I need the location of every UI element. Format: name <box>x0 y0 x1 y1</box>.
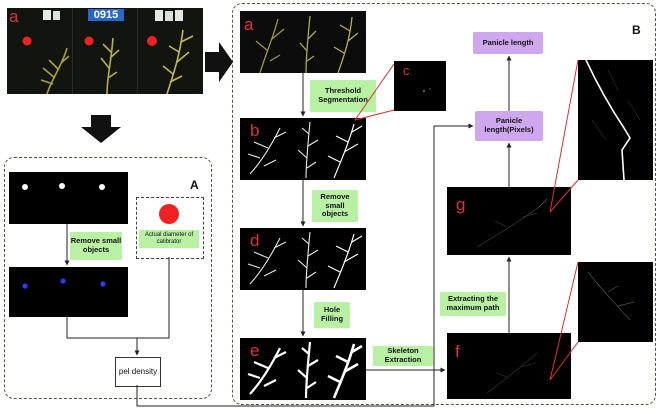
panicle-length-box: Panicle length <box>473 32 543 54</box>
pel-density-box: pel density <box>115 357 161 387</box>
white-dots-panel <box>9 172 128 224</box>
calibrator-label: Actual diameter of calibrator <box>139 230 199 248</box>
hole-filling-box: Hole Filling <box>314 302 350 328</box>
label-c: c <box>403 63 410 78</box>
threshold-segmentation-box: Threshold Segmentation <box>310 80 376 112</box>
big-arrow-right <box>205 42 233 82</box>
tag-number: 0915 <box>88 9 124 21</box>
section-b-label: B <box>632 23 641 37</box>
label-a: a <box>244 15 254 34</box>
panel-g <box>447 187 571 255</box>
remove-small-objects-a: Remove small objects <box>70 232 122 260</box>
blue-dots-panel <box>9 267 128 317</box>
original-photo <box>7 8 203 94</box>
panel-c <box>394 61 446 111</box>
section-a-label: A <box>190 178 199 192</box>
calibrator-circle <box>159 204 179 224</box>
skeleton-extraction-box: Skeleton Extraction <box>373 346 433 366</box>
label-top-a: a <box>9 7 19 26</box>
label-e: e <box>250 341 260 360</box>
panicle-length-pixels-box: Panicle length(Pixels) <box>475 111 543 141</box>
panel-a <box>240 11 366 73</box>
label-g: g <box>456 195 466 214</box>
label-f: f <box>455 342 460 361</box>
big-arrow-down <box>81 115 121 143</box>
zoom-g-panel <box>578 60 653 180</box>
label-d: d <box>250 231 260 250</box>
zoom-f-panel <box>578 262 653 342</box>
panel-f <box>447 333 571 399</box>
remove-small-objects-b: Remove small objects <box>312 190 358 222</box>
label-b: b <box>250 121 260 140</box>
extract-max-path-box: Extracting the maximum path <box>440 292 506 316</box>
